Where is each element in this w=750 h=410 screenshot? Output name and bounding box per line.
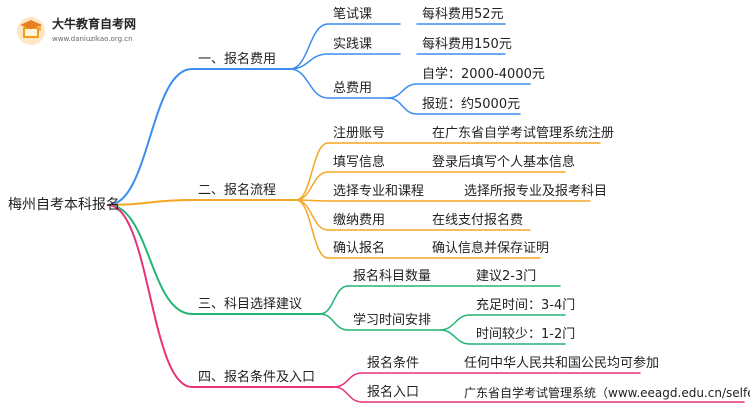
advice-time-plenty-connector [439, 314, 471, 331]
process-register-detail[interactable]: 在广东省自学考试管理系统注册 [432, 126, 615, 141]
process-fill-info-detail[interactable]: 登录后填写个人基本信息 [432, 155, 576, 170]
root-to-conditions-connector [107, 204, 193, 388]
entry-label[interactable]: 报名入口 [367, 385, 420, 400]
process-sub-connector-3 [295, 199, 329, 231]
entry-connector [333, 386, 363, 403]
graduation-book-icon [17, 17, 45, 45]
fees-practice-course-value[interactable]: 每科费用150元 [422, 37, 512, 52]
fees-written-course-value[interactable]: 每科费用52元 [422, 7, 504, 22]
fees-practice-course[interactable]: 实践课 [333, 37, 373, 52]
fees-total[interactable]: 总费用 [333, 81, 373, 96]
process-confirm-detail[interactable]: 确认信息并保存证明 [432, 241, 550, 256]
branch-fees[interactable]: 一、报名费用 [198, 52, 277, 67]
process-pay[interactable]: 缴纳费用 [333, 213, 386, 228]
logo-url: www.daniuzikao.org.cn [52, 35, 133, 43]
fees-sub-connector-2 [289, 68, 329, 99]
root-to-process-connector [107, 199, 193, 206]
fees-sub-connector-1 [289, 53, 329, 70]
conditions-connector [333, 372, 363, 388]
advice-time-limited[interactable]: 时间较少：1-2门 [476, 327, 576, 342]
process-sub-connector-0 [295, 142, 329, 201]
process-pay-detail[interactable]: 在线支付报名费 [432, 213, 524, 228]
conditions-label[interactable]: 报名条件 [367, 356, 420, 371]
process-fill-info[interactable]: 填写信息 [333, 155, 386, 170]
entry-detail[interactable]: 广东省自学考试管理系统（www.eeagd.edu.cn/selfec/） [464, 386, 750, 400]
branch-process[interactable]: 二、报名流程 [198, 183, 277, 198]
advice-subject-count[interactable]: 报名科目数量 [353, 269, 432, 284]
advice-time-connector [319, 313, 349, 331]
advice-count-connector [319, 285, 349, 315]
fees-sub-connector-0 [289, 23, 329, 70]
advice-subject-count-value[interactable]: 建议2-3门 [476, 269, 537, 284]
fees-total-to-class-connector [387, 97, 418, 115]
process-sub-connector-4 [295, 199, 329, 259]
site-logo[interactable]: 大牛教育自考网 www.daniuzikao.org.cn [16, 12, 166, 52]
branch-conditions-entry[interactable]: 四、报名条件及入口 [198, 370, 316, 385]
advice-time-limited-connector [439, 329, 471, 345]
advice-time-plenty[interactable]: 充足时间：3-4门 [476, 298, 576, 313]
process-choose-major[interactable]: 选择专业和课程 [333, 184, 425, 199]
fees-total-to-self-connector [387, 83, 418, 99]
branch-subject-advice[interactable]: 三、科目选择建议 [198, 297, 303, 312]
fees-written-course[interactable]: 笔试课 [333, 7, 373, 22]
conditions-detail[interactable]: 任何中华人民共和国公民均可参加 [464, 356, 660, 371]
process-register[interactable]: 注册账号 [333, 126, 386, 141]
process-confirm[interactable]: 确认报名 [333, 241, 386, 256]
logo-name: 大牛教育自考网 [52, 17, 137, 31]
root-to-fees-connector [107, 68, 193, 206]
fees-total-self-study[interactable]: 自学：2000-4000元 [422, 67, 545, 82]
fees-total-class[interactable]: 报班：约5000元 [422, 97, 521, 112]
process-sub-connector-1 [295, 171, 329, 201]
root-to-advice-connector [107, 204, 193, 315]
root-topic[interactable]: 梅州自考本科报名 [8, 197, 120, 213]
process-choose-major-detail[interactable]: 选择所报专业及报考科目 [464, 184, 608, 199]
advice-time-plan[interactable]: 学习时间安排 [353, 313, 432, 328]
